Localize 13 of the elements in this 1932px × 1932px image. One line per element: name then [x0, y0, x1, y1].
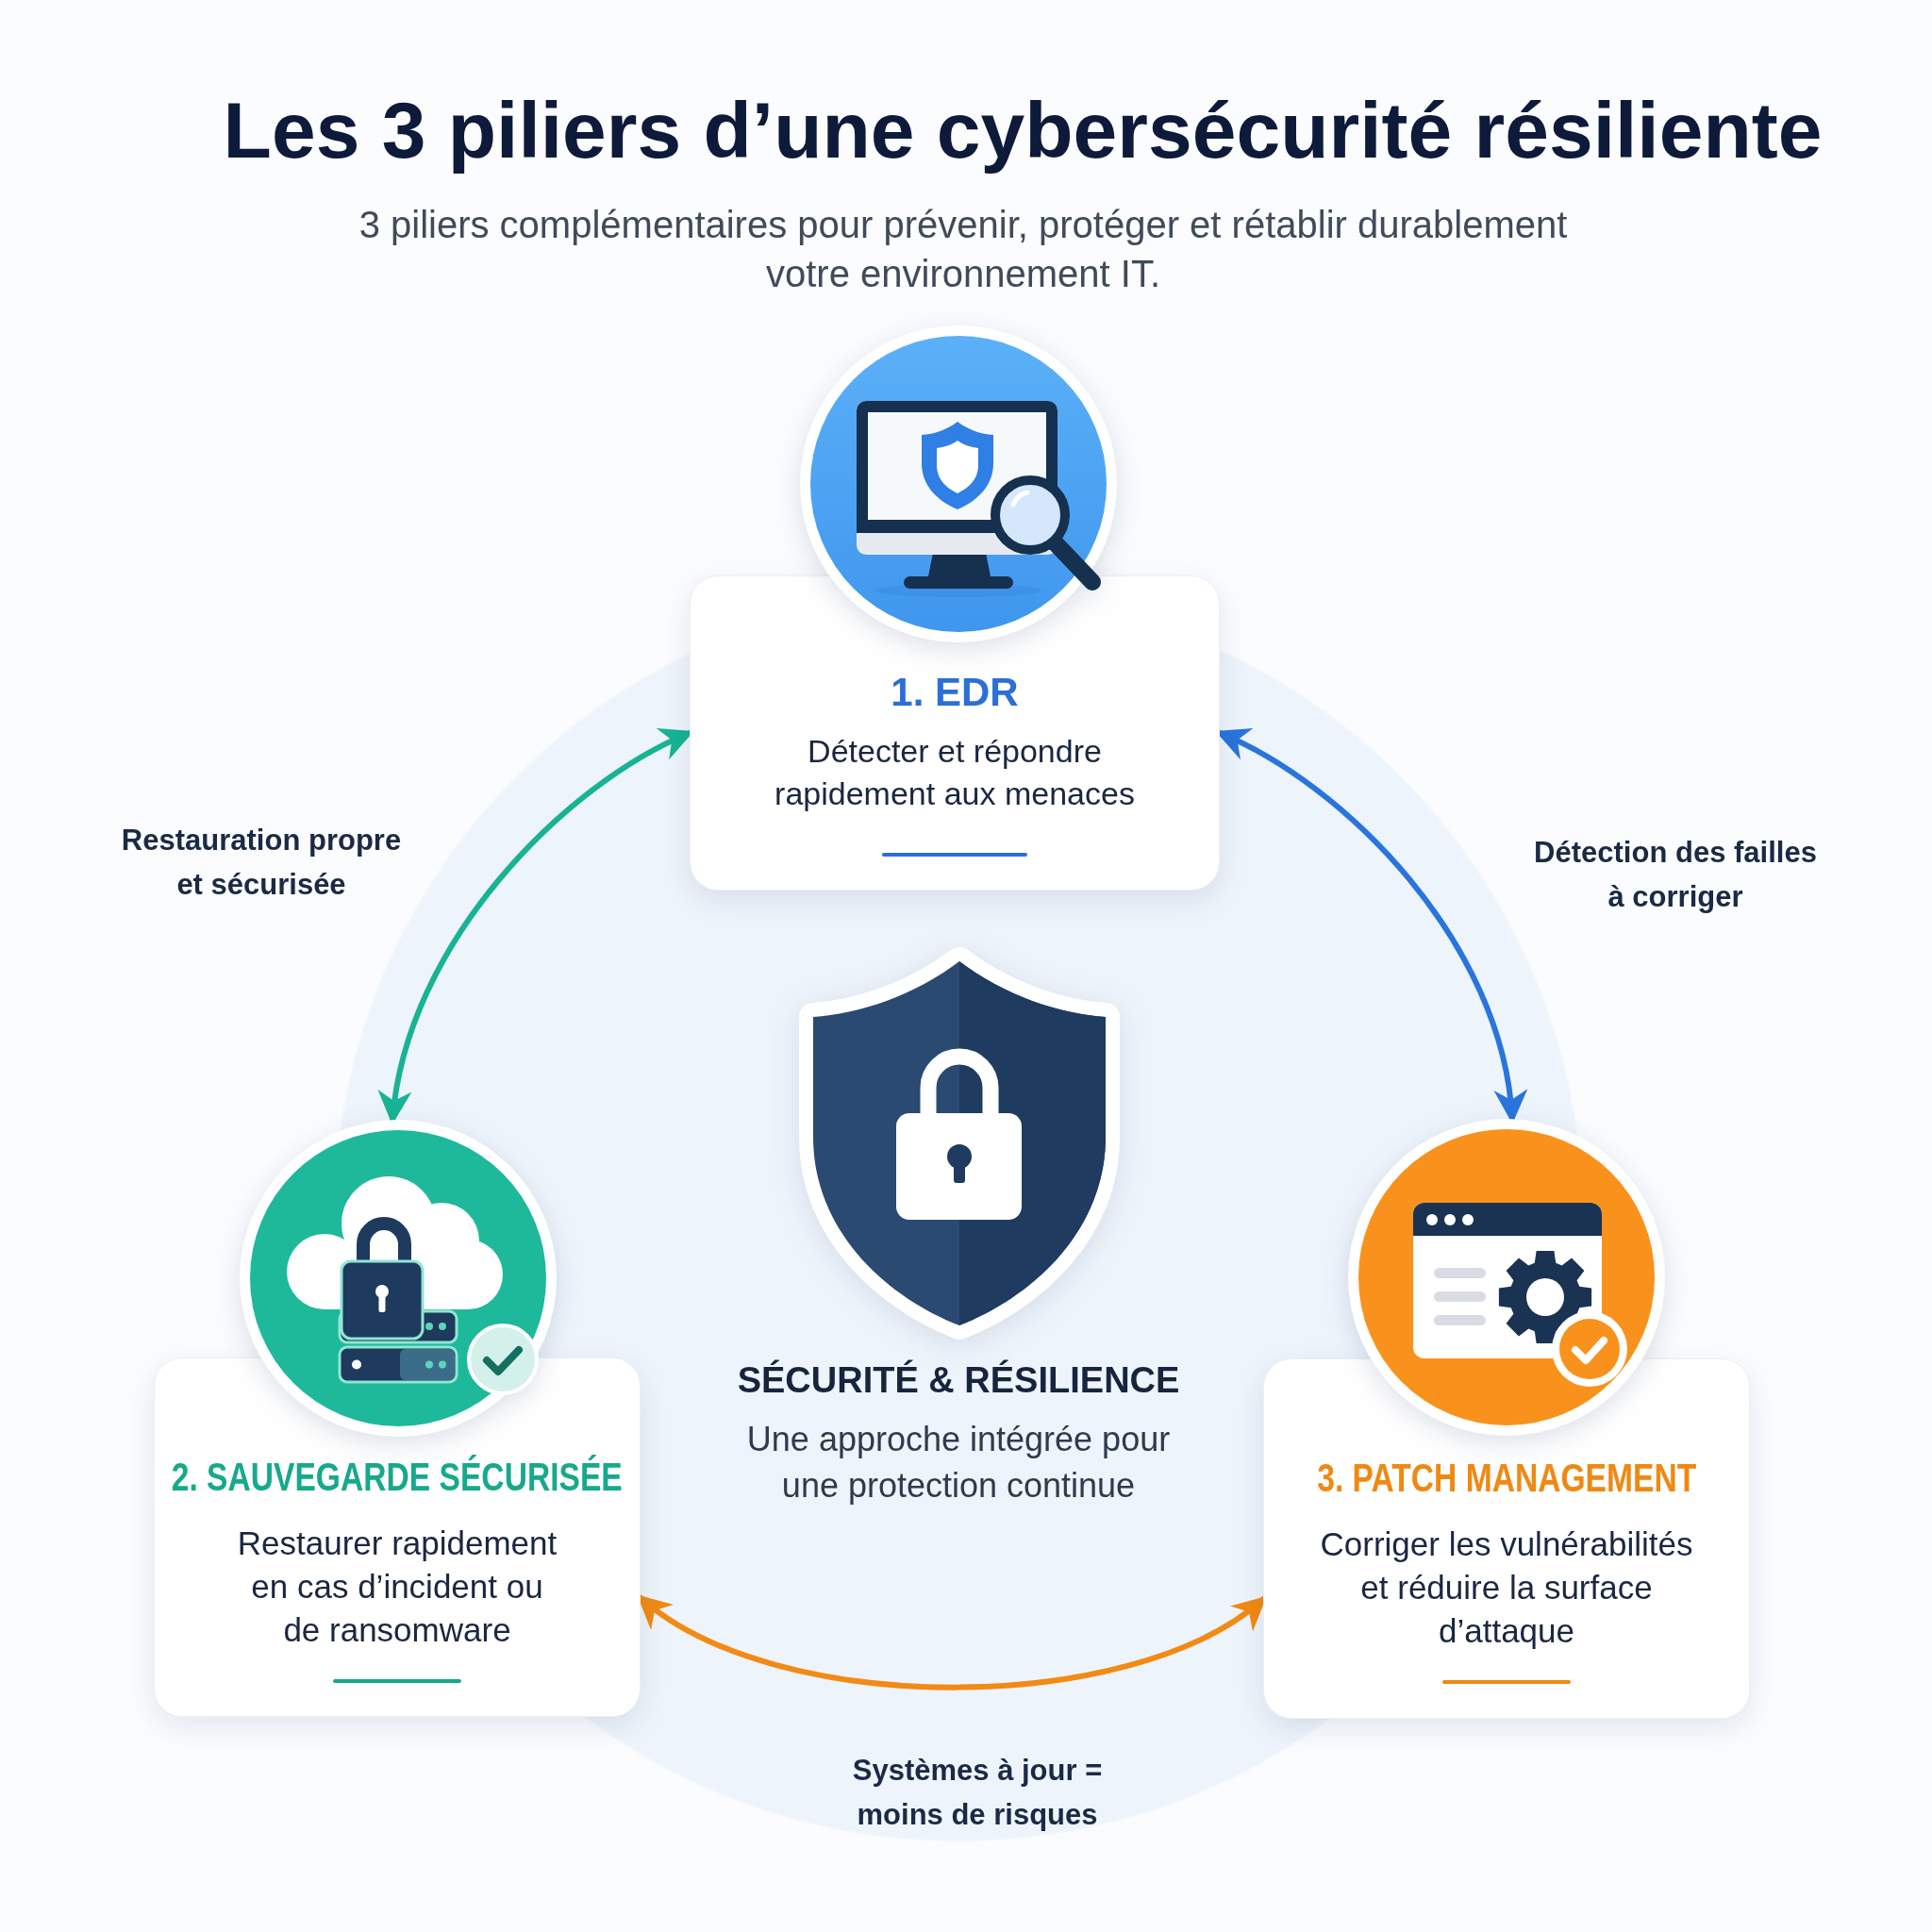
card-title: 3. PATCH MANAGEMENT	[1317, 1457, 1696, 1500]
edge-label: Détection des failles à corriger	[1533, 835, 1818, 915]
card-description: Restaurer rapidement en cas d’incident ou de ransomware	[236, 1524, 558, 1650]
card-description: Corriger les vulnérabilités et réduire la surface d’attaque	[1319, 1524, 1694, 1651]
edge-label: Systèmes à jour = moins de risques	[851, 1753, 1104, 1833]
center-heading: SÉCURITÉ & RÉSILIENCE	[737, 1359, 1180, 1401]
card-title: 2. SAUVEGARDE SÉCURISÉE	[172, 1456, 623, 1499]
card-description: Détecter et répondre rapidement aux menaces	[774, 732, 1136, 813]
card-title: 1. EDR	[891, 671, 1019, 714]
subtitle: 3 piliers complémentaires pour prévenir, protéger et rétablir durablement votre environnement IT.	[358, 203, 1569, 296]
title: Les 3 piliers d’une cybersécurité résiliente	[223, 85, 1823, 176]
center-description: Une approche intégrée pour une protection continue	[745, 1419, 1172, 1507]
edge-label: Restauration propre et sécurisée	[120, 823, 403, 903]
